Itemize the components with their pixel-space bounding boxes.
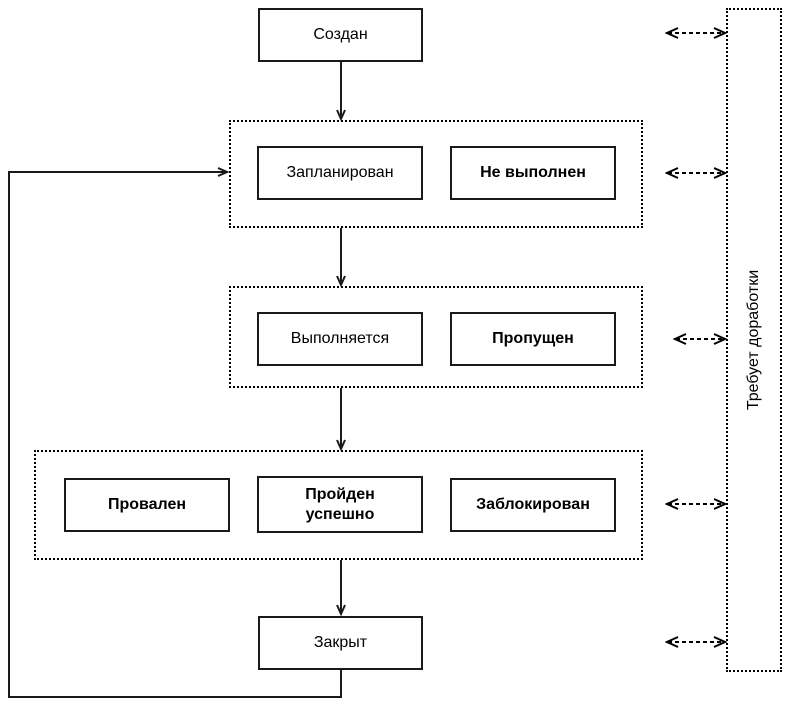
node-created[interactable]: Создан (258, 8, 423, 62)
node-skipped[interactable]: Пропущен (450, 312, 616, 366)
stage-group-planned (229, 120, 643, 228)
stage-group-results (34, 450, 643, 560)
node-passed-line1: Пройден (305, 485, 375, 503)
node-blocked[interactable]: Заблокирован (450, 478, 616, 532)
stage-group-in-progress (229, 286, 643, 388)
node-not-executed[interactable]: Не выполнен (450, 146, 616, 200)
rework-sidebar-label: Требует доработки (745, 269, 762, 411)
node-in-progress[interactable]: Выполняется (257, 312, 423, 366)
node-closed[interactable]: Закрыт (258, 616, 423, 670)
node-passed-line2: успешно (305, 505, 375, 523)
rework-sidebar: Требует доработки (726, 8, 782, 672)
node-passed[interactable]: Пройден успешно (257, 476, 423, 533)
node-failed[interactable]: Провален (64, 478, 230, 532)
node-planned[interactable]: Запланирован (257, 146, 423, 200)
